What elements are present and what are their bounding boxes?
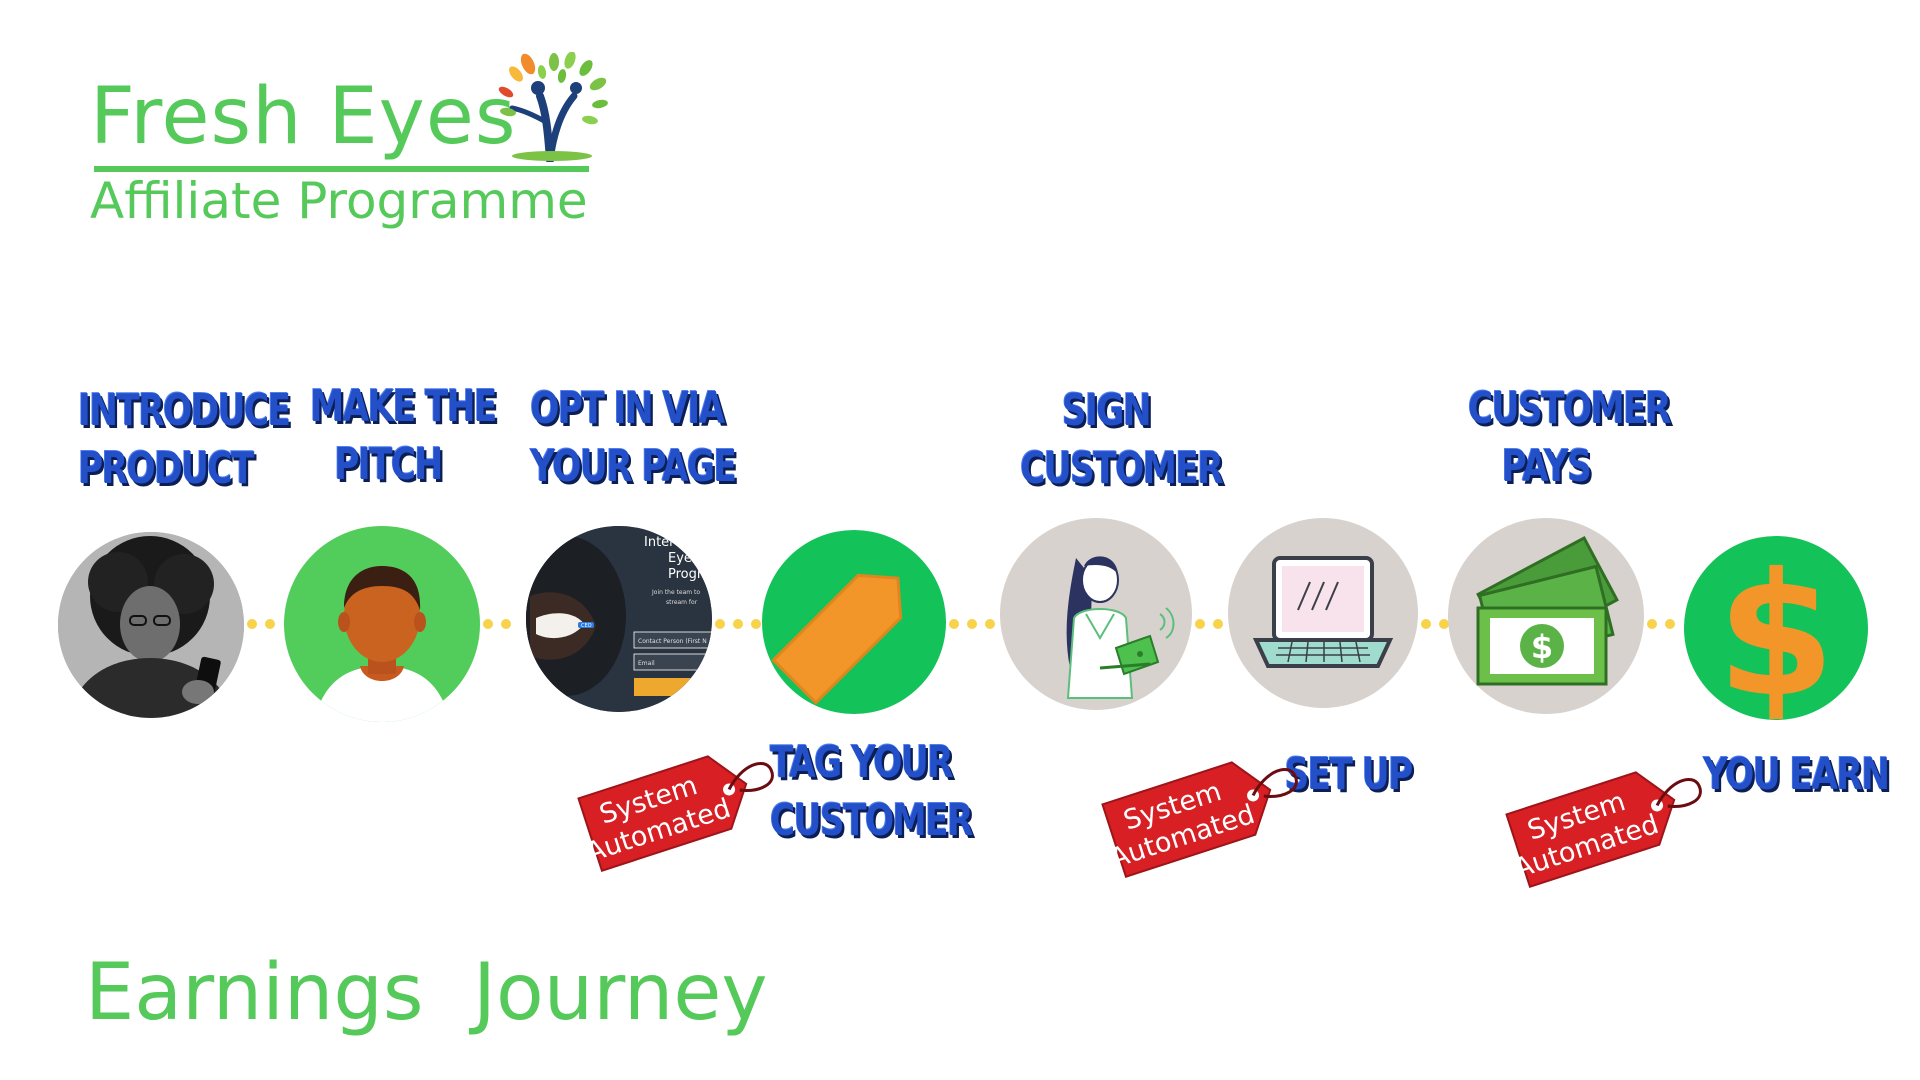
web-field-email: Email [638, 660, 655, 667]
step-circle-opt-in: CEO Intere Eye Progr Join the team to st… [526, 526, 712, 712]
step-circle-pitch [284, 526, 480, 722]
connector-dot [967, 619, 977, 629]
svg-text:$: $ [1717, 537, 1835, 720]
connector-dot [1665, 619, 1675, 629]
web-body-1: Join the team to [651, 589, 700, 596]
price-tag-icon [771, 573, 903, 705]
connector-dot [1213, 619, 1223, 629]
dollar-sign-icon: $ [1717, 537, 1835, 720]
connector-dot [733, 619, 743, 629]
money-icon: $ [1476, 536, 1619, 686]
system-automated-tag-3: System Automated [1505, 771, 1702, 888]
web-heading-2: Eye [668, 551, 692, 566]
web-badge: CEO [581, 623, 592, 629]
step-label-introduce-product: IntroduceProduct [78, 385, 291, 494]
system-automated-tag-1: System Automated [577, 755, 774, 872]
step-label-tag-customer: Tag yourcustomer [770, 737, 973, 846]
connector-dot [1195, 619, 1205, 629]
web-heading-3: Progr [668, 567, 703, 582]
connector-dot [949, 619, 959, 629]
step-label-sign-customer: Signcustomer [1020, 385, 1223, 494]
brand-subtitle: Affiliate Programme [90, 172, 588, 230]
woman-phone-photo [58, 532, 244, 718]
step-label-set-up: Set up [1284, 749, 1414, 800]
connector-dot [1647, 619, 1657, 629]
step-circle-tag [762, 530, 946, 714]
connector-dot [751, 619, 761, 629]
person-avatar-icon [314, 566, 450, 722]
step-circle-introduce [58, 532, 244, 718]
web-field-contact: Contact Person (First N [638, 638, 707, 645]
journey-title: Earnings Journey [85, 948, 768, 1038]
connector-dot [715, 619, 725, 629]
web-body-2: stream for [666, 599, 698, 606]
brand-underline [94, 166, 589, 172]
connector-dot [483, 619, 493, 629]
step-label-opt-in: Opt in viayour page [530, 383, 737, 492]
step-circle-pays: $ [1448, 518, 1644, 714]
step-circle-sign [1000, 518, 1192, 710]
connector-dot [1421, 619, 1431, 629]
connector-dot [1439, 619, 1449, 629]
tree-people-logo-icon [498, 52, 608, 162]
connector-dot [985, 619, 995, 629]
step-label-you-earn: You earn [1703, 749, 1890, 800]
step-label-customer-pays: CustomerPays [1468, 383, 1671, 492]
laptop-icon [1252, 556, 1394, 668]
brand-title: Fresh Eyes [90, 72, 517, 162]
connector-dot [501, 619, 511, 629]
connector-dot [265, 619, 275, 629]
step-circle-setup [1228, 518, 1418, 708]
dollar-glyph-small: $ [1531, 628, 1553, 666]
web-page-screenshot: CEO Intere Eye Progr Join the team to st… [526, 526, 712, 712]
step-circle-earn: $ [1684, 536, 1868, 720]
system-automated-tag-2: System Automated [1101, 761, 1298, 878]
woman-laptop-icon [1066, 556, 1175, 699]
step-label-make-the-pitch: Make thePitch [310, 381, 497, 490]
connector-dot [247, 619, 257, 629]
